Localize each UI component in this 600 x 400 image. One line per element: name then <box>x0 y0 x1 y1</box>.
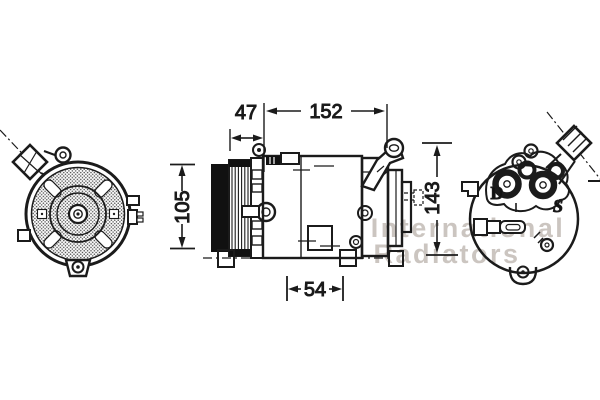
bottom-boss <box>307 225 333 251</box>
dim-47-value: 47 <box>235 102 257 124</box>
port-bolt <box>517 160 537 180</box>
compressor-body <box>261 154 364 260</box>
pulley-flange <box>211 164 229 252</box>
connector-tab <box>127 209 138 225</box>
dimension-47: 47 <box>231 102 263 142</box>
top-clamp <box>266 156 280 165</box>
dimension-143: 143 <box>422 142 458 256</box>
clutch-slots <box>36 179 120 249</box>
rear-view: D S <box>461 111 600 286</box>
key-slot <box>241 205 260 218</box>
centerline <box>546 111 600 180</box>
port-housing <box>485 150 570 212</box>
port-label-d: D <box>491 183 504 203</box>
discharge-port <box>492 169 522 199</box>
mounting-foot-right <box>339 249 357 267</box>
front-view <box>0 129 144 278</box>
head-bolt <box>357 205 373 221</box>
mounting-lug-bottom <box>508 266 538 286</box>
lower-bolt <box>539 237 555 253</box>
mounting-foot-left <box>217 249 235 268</box>
watermark: International Radiators <box>371 213 563 269</box>
hose-bracket <box>555 124 593 162</box>
top-fitting <box>280 152 300 165</box>
port-label-s: S <box>553 196 563 216</box>
mount-tab-left <box>17 229 31 242</box>
dimension-annotations: 47 152 105 143 <box>170 101 458 302</box>
hidden-fitting <box>413 189 424 206</box>
dim-152-value: 152 <box>309 101 342 123</box>
hose-bolt <box>547 162 565 180</box>
side-boss <box>461 181 479 197</box>
top-bolt-1 <box>523 143 539 159</box>
dimension-54: 54 <box>286 276 344 302</box>
dimension-152: 152 <box>266 101 385 124</box>
arm-bushing <box>383 137 405 159</box>
top-ear-bolt <box>252 143 266 157</box>
top-bolt-2 <box>511 154 527 170</box>
mounting-foot-rear <box>388 250 404 267</box>
suction-port <box>528 170 558 200</box>
dim-143-value: 143 <box>422 181 444 214</box>
inlet-port <box>54 146 72 164</box>
electrical-connector <box>473 218 544 244</box>
mount-tab-right <box>126 195 140 206</box>
dimension-105: 105 <box>170 163 195 250</box>
dim-54-value: 54 <box>304 279 326 301</box>
dim-105-value: 105 <box>172 190 194 223</box>
side-view <box>203 137 424 268</box>
